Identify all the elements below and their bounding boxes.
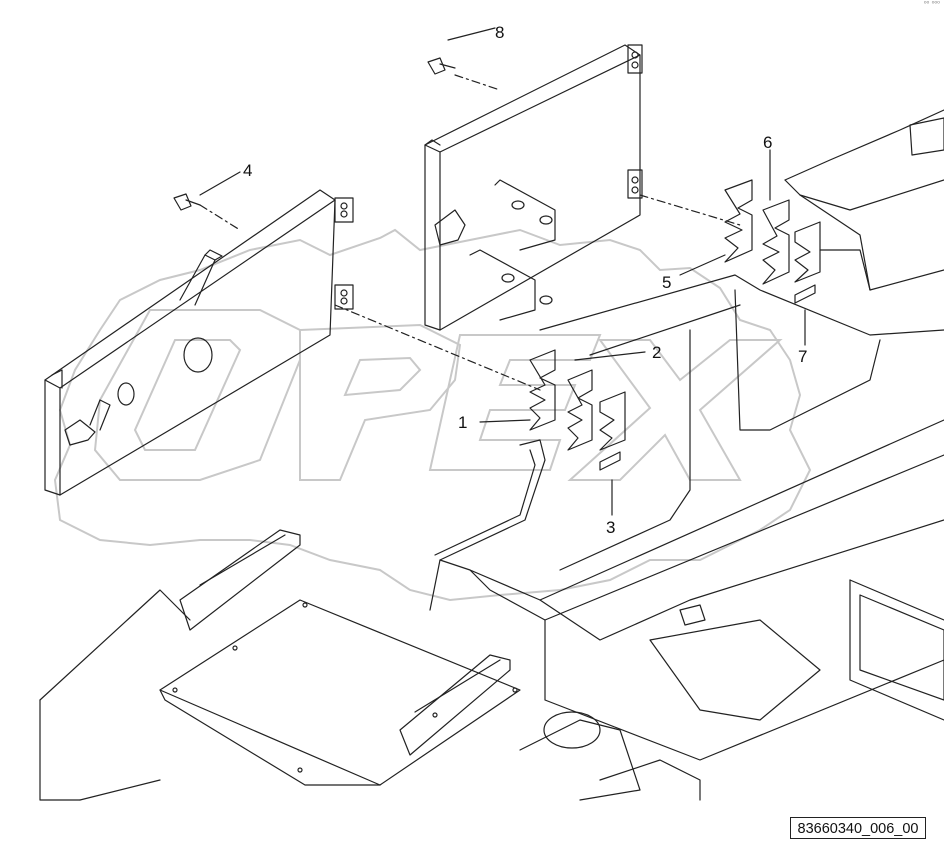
watermark-letter-p: [299, 323, 462, 481]
hinge-plates-lower: [529, 349, 626, 471]
machine-frame: [429, 109, 944, 761]
drawing-code-label: 83660340_006_00: [790, 817, 926, 839]
callout-label: 7: [798, 347, 807, 366]
upper-door-panel: [424, 44, 643, 331]
callout-leaders: [199, 27, 806, 516]
left-door-panel: [44, 189, 354, 496]
watermark-letter-e: [428, 334, 602, 471]
callouts: 8 4 1 2 3 5 6 7: [243, 23, 807, 537]
watermark-letter-o: [93, 309, 301, 481]
callout-label: 3: [606, 518, 615, 537]
callout-label: 4: [243, 161, 252, 180]
leader-lines: [199, 74, 741, 391]
callout-label: 2: [652, 343, 661, 362]
callout-label: 5: [662, 273, 671, 292]
corner-mark: ⁰⁰ ⁰⁰⁰: [923, 0, 940, 8]
platform-plate: [39, 529, 701, 801]
watermark-letter-x: [567, 339, 783, 481]
line-art: [39, 27, 944, 801]
callout-label: 1: [458, 413, 467, 432]
bolts: [173, 57, 456, 211]
callout-label: 6: [763, 133, 772, 152]
callout-label: 8: [495, 23, 504, 42]
hinge-plates-upper: [724, 179, 821, 304]
